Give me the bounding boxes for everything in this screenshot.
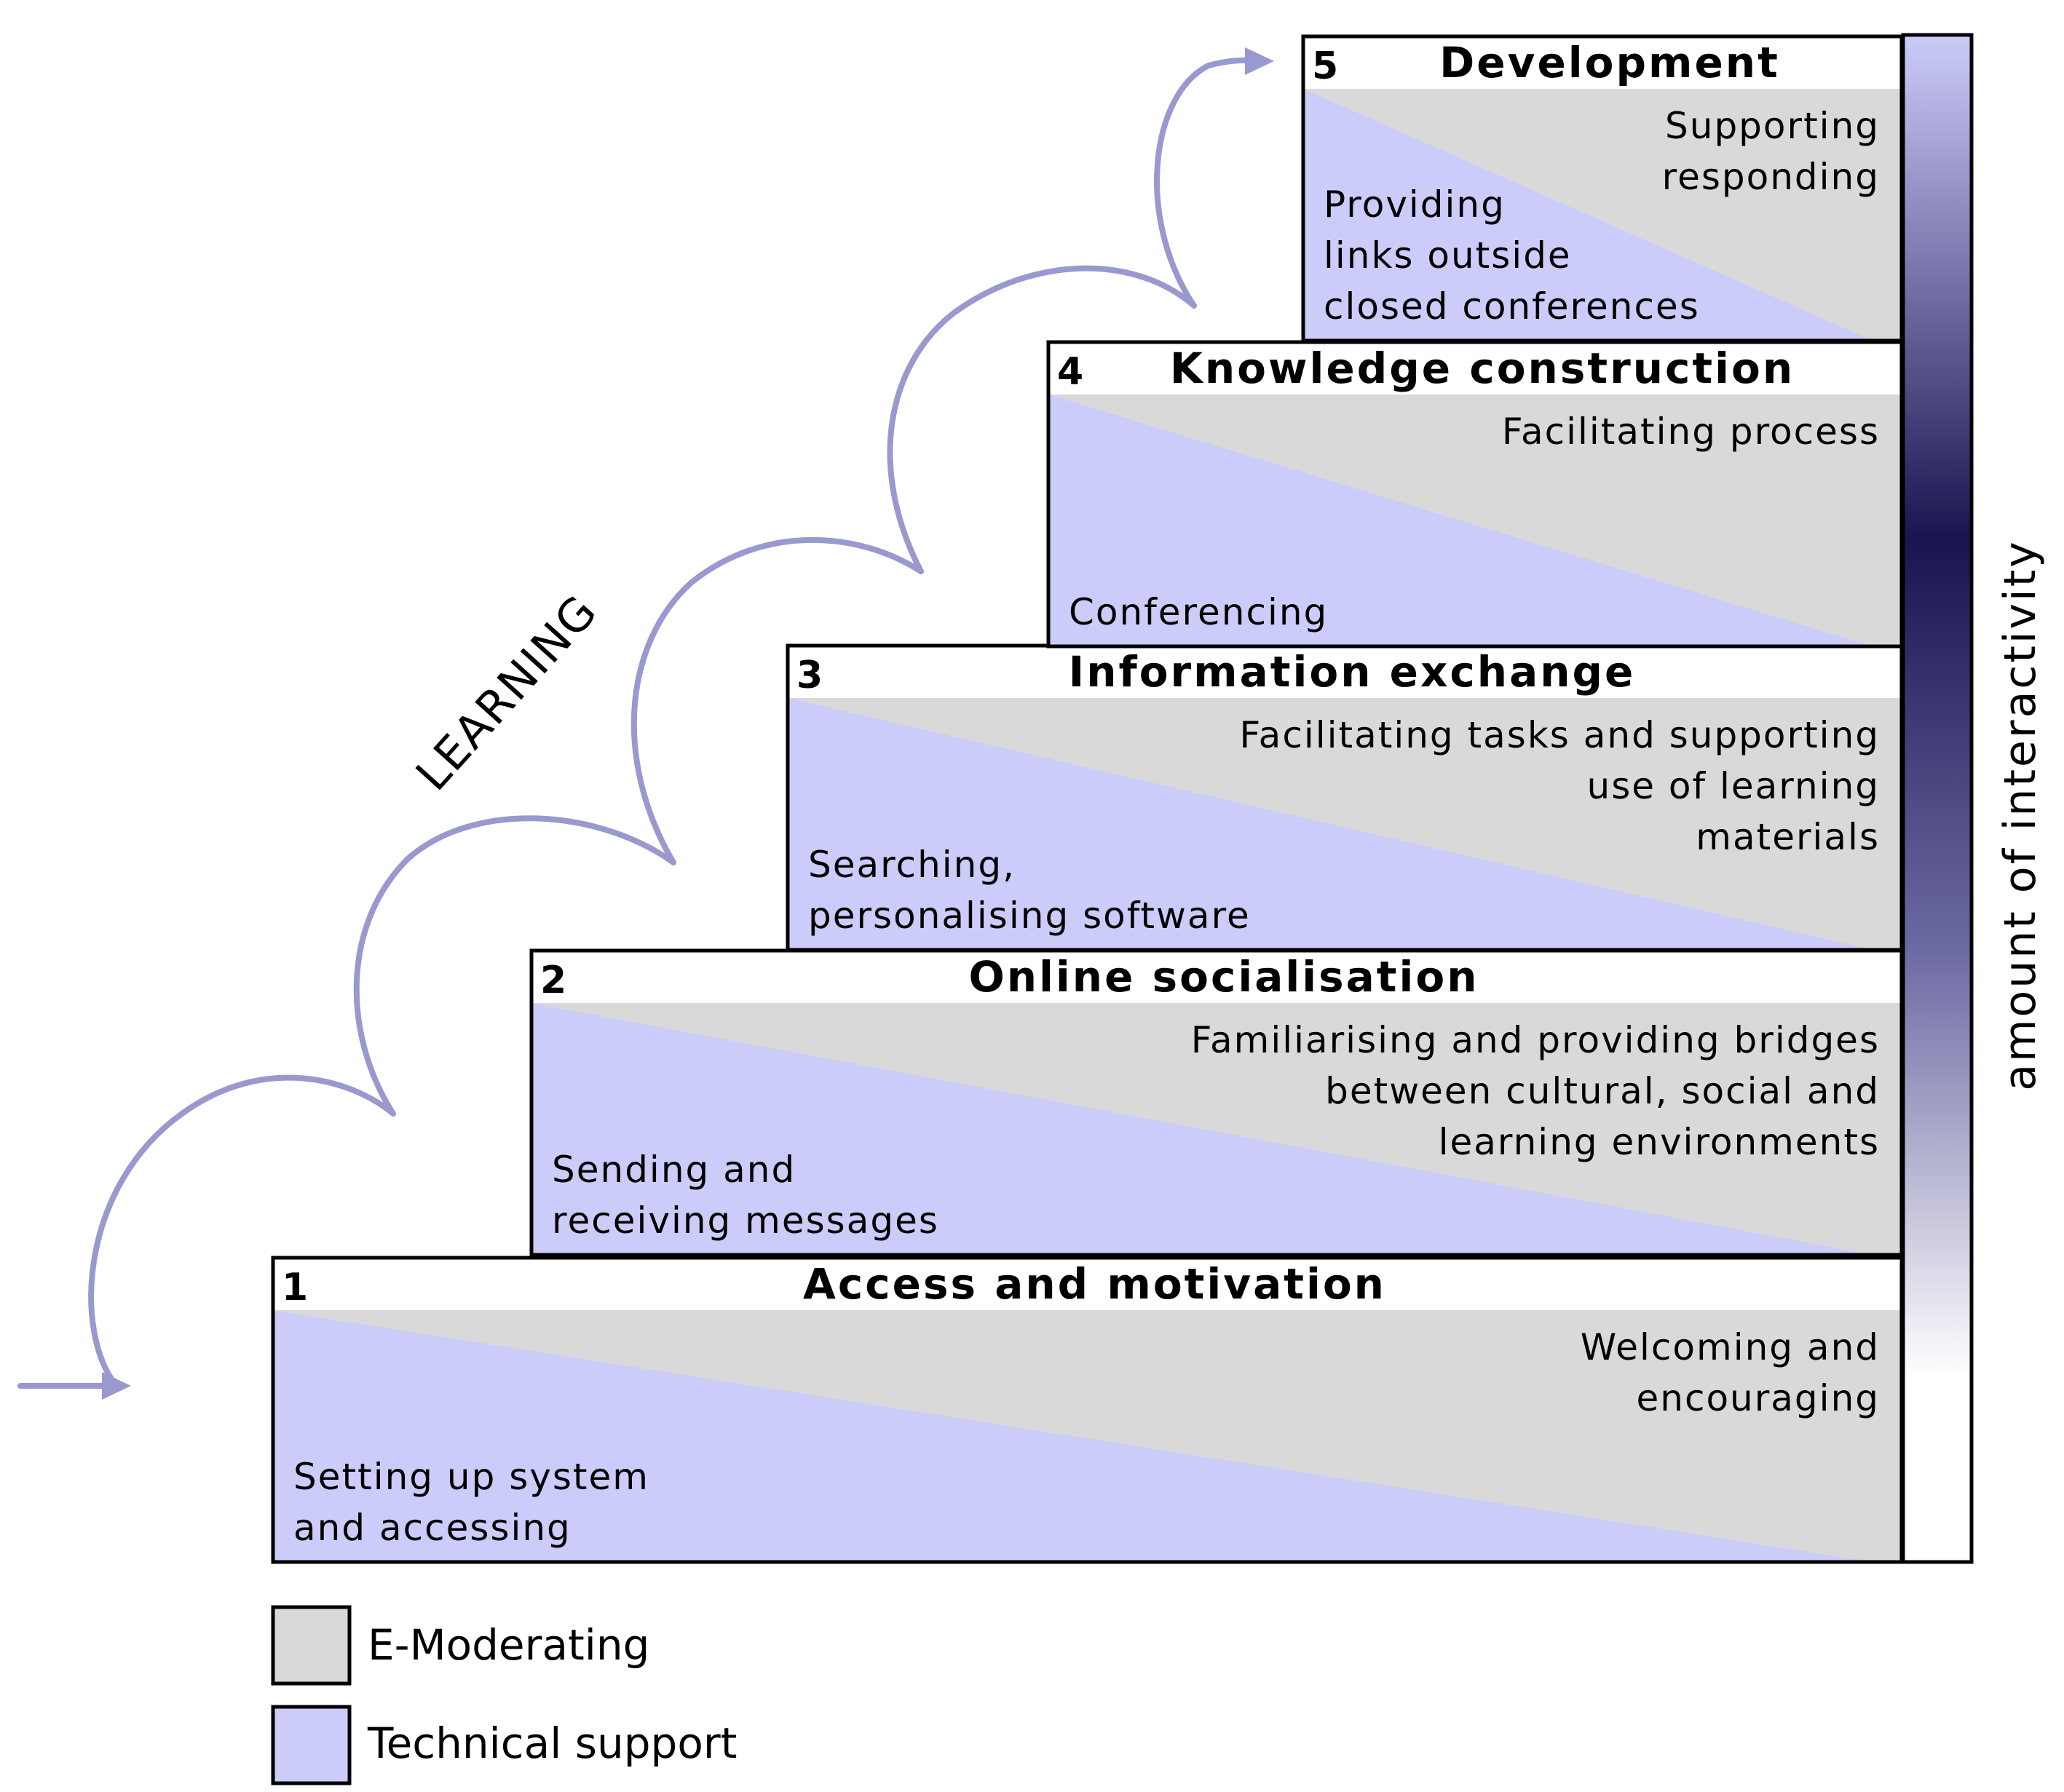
legend-swatch-technical-support bbox=[271, 1705, 352, 1785]
legend: E-Moderating Technical support bbox=[271, 1605, 737, 1785]
stage-technical-support-area bbox=[1303, 89, 1873, 341]
learning-start-arrowhead bbox=[102, 1372, 131, 1400]
stage-e-moderating-text: materials bbox=[1696, 816, 1880, 858]
interactivity-axis-label: amount of interactivity bbox=[1995, 539, 2046, 1090]
stage-e-moderating-text: responding bbox=[1662, 156, 1880, 198]
stage-number: 3 bbox=[796, 654, 823, 697]
stage-e-moderating-text: use of learning bbox=[1587, 765, 1880, 807]
stage-technical-text: Searching, bbox=[808, 844, 1016, 886]
legend-label-technical-support: Technical support bbox=[367, 1718, 737, 1768]
stage-technical-text: Setting up system bbox=[293, 1456, 649, 1498]
stage-title: Information exchange bbox=[1069, 647, 1636, 697]
stage-number: 2 bbox=[540, 959, 566, 1002]
stage-technical-text: receiving messages bbox=[552, 1200, 939, 1242]
stage-e-moderating-text: Supporting bbox=[1665, 105, 1880, 147]
legend-swatch-e-moderating bbox=[271, 1605, 352, 1686]
stage-technical-text: Conferencing bbox=[1069, 591, 1328, 633]
legend-label-e-moderating: E-Moderating bbox=[368, 1620, 649, 1670]
stage-technical-support-area bbox=[273, 1310, 1873, 1562]
learning-curve bbox=[17, 57, 1266, 1389]
stage-technical-support-area bbox=[531, 1003, 1873, 1255]
stage-e-moderating-text: Welcoming and bbox=[1581, 1326, 1880, 1368]
stage-technical-text: Providing bbox=[1324, 183, 1506, 226]
learning-end-arrowhead bbox=[1245, 47, 1274, 75]
stage-number: 4 bbox=[1057, 350, 1083, 394]
stage-technical-text: closed conferences bbox=[1324, 285, 1700, 328]
interactivity-gradient-bar bbox=[1901, 33, 1974, 1564]
stage-e-moderating-text: between cultural, social and bbox=[1325, 1070, 1880, 1112]
stage-technical-text: personalising software bbox=[808, 895, 1251, 937]
stage-e-moderating-text: Facilitating process bbox=[1502, 411, 1880, 453]
stage-e-moderating-text: encouraging bbox=[1637, 1377, 1880, 1419]
stage-title: Online socialisation bbox=[968, 952, 1479, 1002]
stage-border bbox=[271, 1256, 1904, 1564]
stage-number: 5 bbox=[1312, 44, 1338, 88]
stage-technical-support-area bbox=[788, 698, 1873, 950]
stage-technical-text: links outside bbox=[1324, 234, 1572, 277]
stage-title: Access and motivation bbox=[803, 1259, 1386, 1309]
stage-number: 1 bbox=[282, 1266, 308, 1309]
stage-e-moderating-text: learning environments bbox=[1439, 1121, 1880, 1163]
stage-title: Knowledge construction bbox=[1170, 344, 1795, 393]
stage-technical-text: Sending and bbox=[552, 1149, 796, 1191]
stage-technical-text: and accessing bbox=[293, 1507, 572, 1549]
stage-title: Development bbox=[1439, 38, 1780, 87]
stage-e-moderating-text: Facilitating tasks and supporting bbox=[1240, 714, 1880, 756]
stage-border bbox=[1301, 34, 1904, 343]
stage-e-moderating-text: Familiarising and providing bridges bbox=[1191, 1019, 1880, 1061]
stage-technical-support-area bbox=[1048, 395, 1873, 646]
learning-label: LEARNING bbox=[406, 584, 608, 801]
